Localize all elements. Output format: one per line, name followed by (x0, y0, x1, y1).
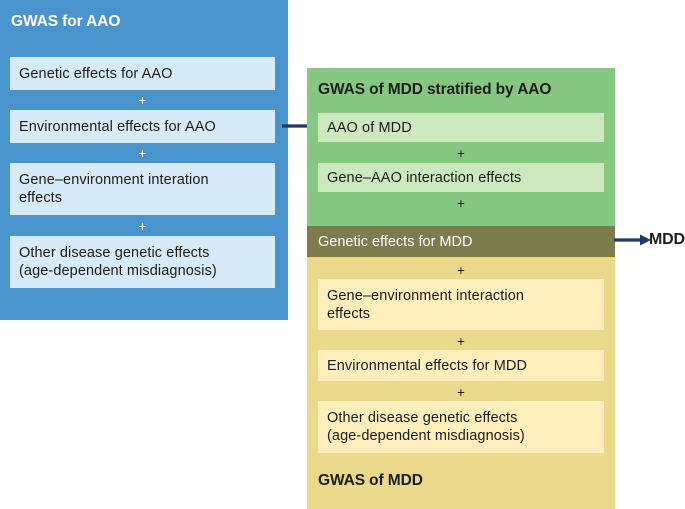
arrow-mdd-outcome-icon (614, 233, 652, 252)
yellow-operator-1: + (457, 263, 465, 278)
left-item-other-disease-genetic-effects: Other disease genetic effects (age-depen… (10, 236, 275, 288)
yellow-panel-title: GWAS of MDD (318, 472, 423, 489)
yellow-item-gene-environment-interaction-effects: Gene–environment interaction effects (318, 279, 604, 330)
left-operator-3: + (138, 219, 147, 234)
green-item-aao-of-mdd: AAO of MDD (318, 113, 604, 142)
left-operator-1: + (138, 93, 147, 108)
yellow-item-label: Environmental effects for MDD (327, 357, 528, 374)
gwas-of-mdd-stratified-by-aao-panel: GWAS of MDD stratified by AAO AAO of MDD… (307, 68, 615, 228)
mdd-outcome-label: MDD (649, 231, 685, 248)
yellow-item-label: Other disease genetic effects (age-depen… (327, 410, 525, 444)
left-item-genetic-effects-aao: Genetic effects for AAO (10, 57, 275, 90)
green-operator-1: + (457, 146, 465, 161)
left-item-label: Genetic effects for AAO (19, 65, 173, 82)
gwas-for-aao-panel: GWAS for AAO Genetic effects for AAO + E… (0, 0, 288, 320)
gwas-of-mdd-panel: + Gene–environment interaction effects +… (307, 257, 615, 509)
yellow-operator-3: + (457, 385, 465, 400)
yellow-operator-2: + (457, 334, 465, 349)
olive-bar-label: Genetic effects for MDD (318, 233, 473, 250)
left-item-label: Gene–environment interation effects (19, 172, 209, 206)
green-panel-title: GWAS of MDD stratified by AAO (318, 81, 552, 98)
green-item-label: Gene–AAO interaction effects (327, 169, 522, 186)
green-item-gene-aao-interaction-effects: Gene–AAO interaction effects (318, 163, 604, 192)
left-item-label: Other disease genetic effects (age-depen… (19, 245, 217, 279)
left-item-gene-environment-interation-effects: Gene–environment interation effects (10, 163, 275, 215)
yellow-item-label: Gene–environment interaction effects (327, 287, 525, 322)
green-operator-2: + (457, 196, 465, 211)
left-panel-title: GWAS for AAO (11, 13, 121, 30)
yellow-item-other-disease-genetic-effects: Other disease genetic effects (age-depen… (318, 401, 604, 453)
left-item-environmental-effects-aao: Environmental effects for AAO (10, 110, 275, 143)
green-item-label: AAO of MDD (327, 119, 412, 136)
left-item-label: Environmental effects for AAO (19, 118, 216, 135)
genetic-effects-for-mdd-bar: Genetic effects for MDD (307, 226, 615, 257)
left-operator-2: + (138, 146, 147, 161)
yellow-item-environmental-effects-mdd: Environmental effects for MDD (318, 350, 604, 381)
